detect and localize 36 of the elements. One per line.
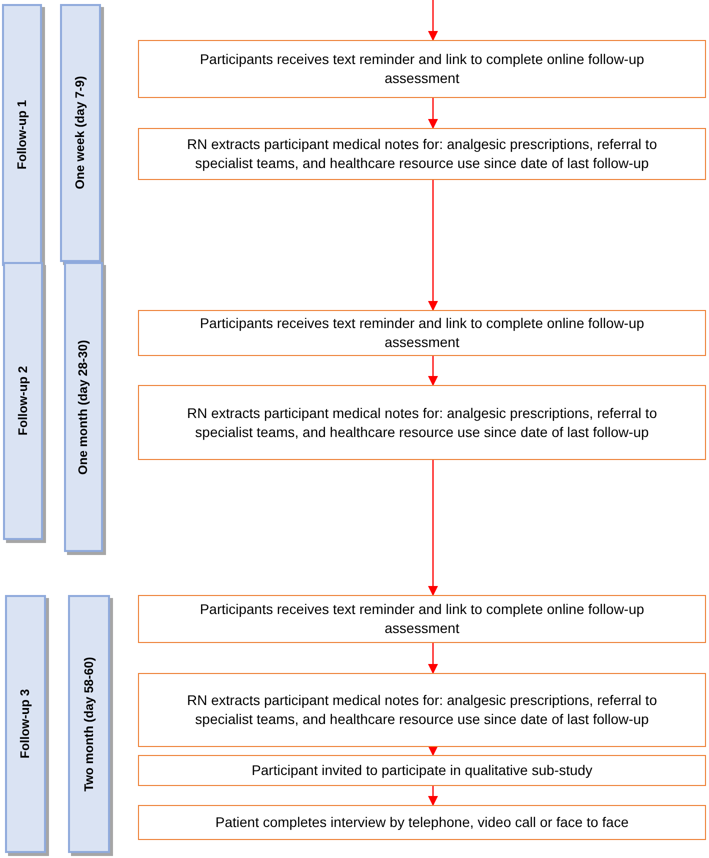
phase-label: One month (day 28-30) — [75, 340, 92, 474]
process-box — [138, 40, 706, 98]
step-text: Participant invited to participate in qualitative sub-study — [252, 761, 592, 780]
arrow — [428, 98, 438, 129]
process-box — [138, 673, 706, 747]
phase-bar — [3, 262, 43, 540]
phase-label: Follow-up 2 — [14, 366, 31, 436]
process-box — [138, 385, 706, 460]
step-text: Patient completes interview by telephone, video call or face to face — [215, 813, 629, 832]
phase-label: One week (day 7-9) — [72, 76, 88, 190]
phase-bar — [5, 595, 46, 853]
phase-bar — [2, 4, 42, 266]
arrow — [428, 0, 438, 41]
phase-label: Follow-up 1 — [14, 100, 30, 170]
process-box — [138, 128, 706, 180]
phase-bar — [68, 595, 110, 853]
step-text: Participants receives text reminder and link to complete online follow-up assessment — [198, 600, 646, 638]
arrow — [428, 180, 438, 311]
step-text: RN extracts participant medical notes for: analgesic prescriptions, referral to specialist teams, and healthcare resource use since date of last follow-up — [186, 135, 658, 173]
arrow — [428, 643, 438, 674]
step-text: RN extracts participant medical notes for: analgesic prescriptions, referral to specialist teams, and healthcare resource use since date of last follow-up — [186, 404, 658, 442]
step-text: RN extracts participant medical notes for: analgesic prescriptions, referral to specialist teams, and healthcare resource use since date of last follow-up — [186, 691, 658, 729]
arrow — [428, 786, 438, 806]
phase-label: Two month (day 58-60) — [80, 656, 97, 792]
arrow — [428, 460, 438, 596]
phase-label: Follow-up 3 — [17, 689, 34, 759]
process-box — [138, 595, 706, 643]
phase-bar — [64, 262, 103, 552]
arrow — [428, 356, 438, 386]
step-text: Participants receives text reminder and link to complete online follow-up assessment — [198, 50, 646, 88]
process-box — [138, 805, 706, 840]
phase-bar — [60, 4, 101, 262]
process-box — [138, 310, 706, 356]
process-box — [138, 755, 706, 786]
step-text: Participants receives text reminder and link to complete online follow-up assessment — [198, 314, 646, 352]
arrow — [428, 746, 438, 756]
